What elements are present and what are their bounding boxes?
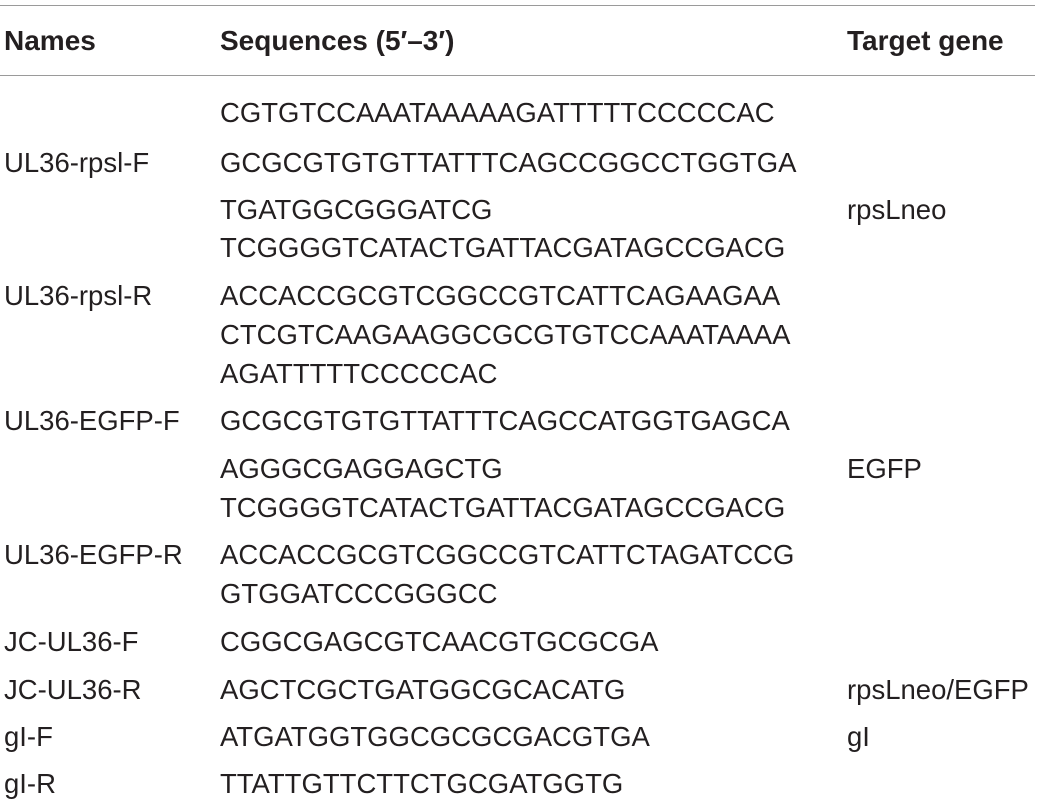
- header-sequences: Sequences (5′–3′): [220, 25, 455, 56]
- sequence-line: GTGGATCCCGGGCC: [220, 578, 498, 609]
- sequence-line: ATGATGGTGGCGCGCGACGTGA: [220, 721, 650, 752]
- target-gene: rpsLneo: [847, 194, 947, 225]
- primer-name: gI-F: [4, 721, 53, 752]
- sequence-line: GCGCGTGTGTTATTTCAGCCATGGTGAGCA: [220, 405, 790, 436]
- primer-name: JC-UL36-F: [4, 626, 139, 657]
- sequence-line: CTCGTCAAGAAGGCGCGTGTCCAAATAAAA: [220, 319, 791, 350]
- primer-name: UL36-EGFP-R: [4, 539, 183, 570]
- header-target-gene: Target gene: [847, 25, 1004, 56]
- sequence-line: TCGGGGTCATACTGATTACGATAGCCGACG: [220, 232, 786, 263]
- sequence-line: GCGCGTGTGTTATTTCAGCCGGCCTGGTGA: [220, 147, 797, 178]
- sequence-line: TTATTGTTCTTCTGCGATGGTG: [220, 768, 624, 799]
- primer-name: JC-UL36-R: [4, 674, 142, 705]
- primer-name: UL36-rpsl-R: [4, 280, 153, 311]
- sequence-line: ACCACCGCGTCGGCCGTCATTCAGAAGAA: [220, 280, 781, 311]
- primer-name: gI-R: [4, 768, 56, 799]
- sequence-line: CGTGTCCAAATAAAAAGATTTTTCCCCCAC: [220, 97, 775, 128]
- sequence-line: AGGGCGAGGAGCTG: [220, 453, 503, 484]
- sequence-line: CGGCGAGCGTCAACGTGCGCGA: [220, 626, 659, 657]
- primer-name: UL36-rpsl-F: [4, 147, 150, 178]
- sequence-line: TCGGGGTCATACTGATTACGATAGCCGACG: [220, 492, 786, 523]
- sequence-line: ACCACCGCGTCGGCCGTCATTCTAGATCCG: [220, 539, 795, 570]
- target-gene: rpsLneo/EGFP: [847, 674, 1029, 705]
- header-names: Names: [4, 25, 96, 56]
- target-gene: gI: [847, 721, 870, 752]
- table-header-rule: [0, 75, 1035, 76]
- target-gene: EGFP: [847, 453, 922, 484]
- sequence-line: TGATGGCGGGATCG: [220, 194, 493, 225]
- primer-name: UL36-EGFP-F: [4, 405, 180, 436]
- sequence-line: AGCTCGCTGATGGCGCACATG: [220, 674, 626, 705]
- table-top-rule: [0, 5, 1035, 6]
- sequence-line: AGATTTTTCCCCCAC: [220, 358, 498, 389]
